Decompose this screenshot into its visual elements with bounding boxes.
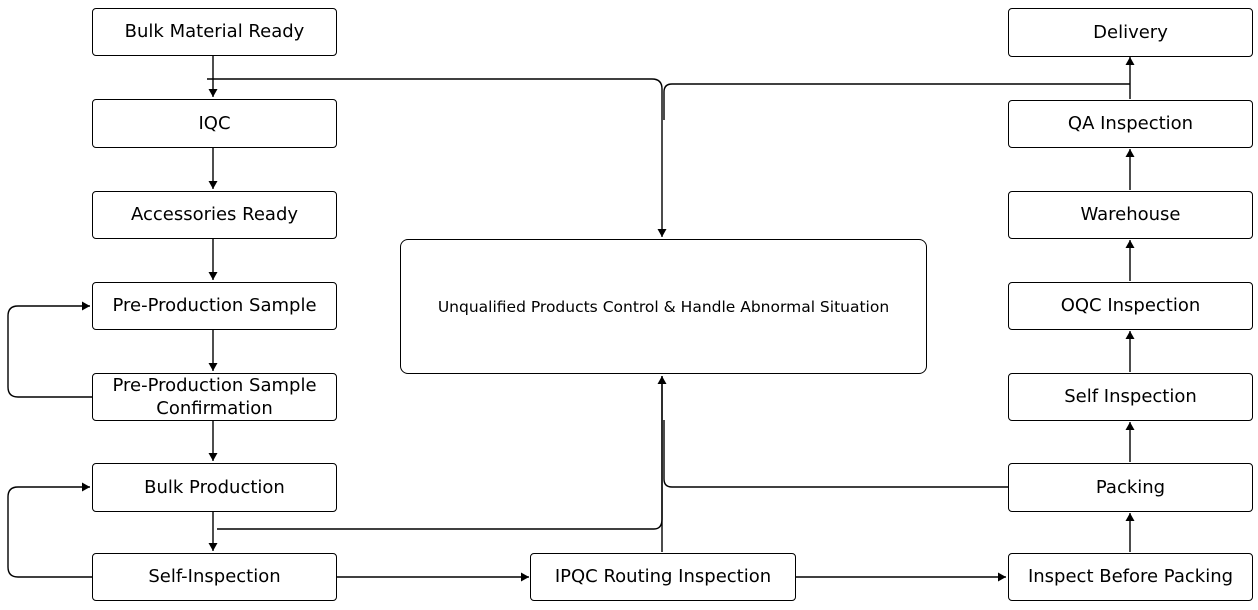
- node-qa-inspection: QA Inspection: [1008, 100, 1253, 148]
- node-label-line2: Confirmation: [156, 398, 273, 419]
- node-label-line1: Pre-Production Sample: [112, 375, 317, 396]
- loop-confirmation-to-sample: [7, 301, 92, 398]
- node-label: Self-Inspection: [148, 566, 281, 587]
- node-label: Accessories Ready: [130, 204, 299, 225]
- node-label: Unqualified Products Control & Handle Ab…: [437, 297, 890, 316]
- node-label: Bulk Production: [144, 476, 285, 498]
- node-accessories-ready: Accessories Ready: [92, 191, 337, 239]
- node-label: OQC Inspection: [1060, 295, 1201, 316]
- node-unqualified-control: Unqualified Products Control & Handle Ab…: [400, 239, 927, 374]
- node-delivery: Delivery: [1008, 8, 1253, 57]
- node-label: Packing: [1095, 476, 1166, 498]
- node-packing: Packing: [1008, 463, 1253, 512]
- node-label: Self Inspection: [1064, 386, 1197, 407]
- loop-self-inspection-to-bulk-production: [7, 482, 92, 578]
- node-label: Inspect Before Packing: [1027, 566, 1234, 587]
- node-label: Warehouse: [1080, 204, 1181, 225]
- node-label: Delivery: [1093, 21, 1168, 43]
- line-iqc-to-unqualified-control: [207, 78, 667, 237]
- node-pre-production-sample-confirmation: Pre-Production Sample Confirmation: [92, 373, 337, 421]
- node-oqc-inspection: OQC Inspection: [1008, 282, 1253, 330]
- node-inspect-before-packing: Inspect Before Packing: [1008, 553, 1253, 601]
- node-warehouse: Warehouse: [1008, 191, 1253, 239]
- node-self-inspection-left: Self-Inspection: [92, 553, 337, 601]
- node-iqc: IQC: [92, 99, 337, 148]
- node-label: QA Inspection: [1067, 113, 1194, 134]
- node-self-inspection-right: Self Inspection: [1008, 373, 1253, 421]
- line-packing-to-unqualified-control: [663, 420, 1008, 488]
- node-ipqc-routing-inspection: IPQC Routing Inspection: [530, 553, 796, 601]
- node-label: IQC: [198, 112, 231, 134]
- node-label: Bulk Material Ready: [124, 21, 305, 42]
- node-label: IPQC Routing Inspection: [554, 566, 772, 587]
- node-pre-production-sample: Pre-Production Sample: [92, 282, 337, 330]
- node-bulk-material-ready: Bulk Material Ready: [92, 8, 337, 56]
- node-bulk-production: Bulk Production: [92, 463, 337, 512]
- node-label: Pre-Production Sample: [112, 295, 317, 316]
- line-qa-to-unqualified-control: [663, 83, 1130, 120]
